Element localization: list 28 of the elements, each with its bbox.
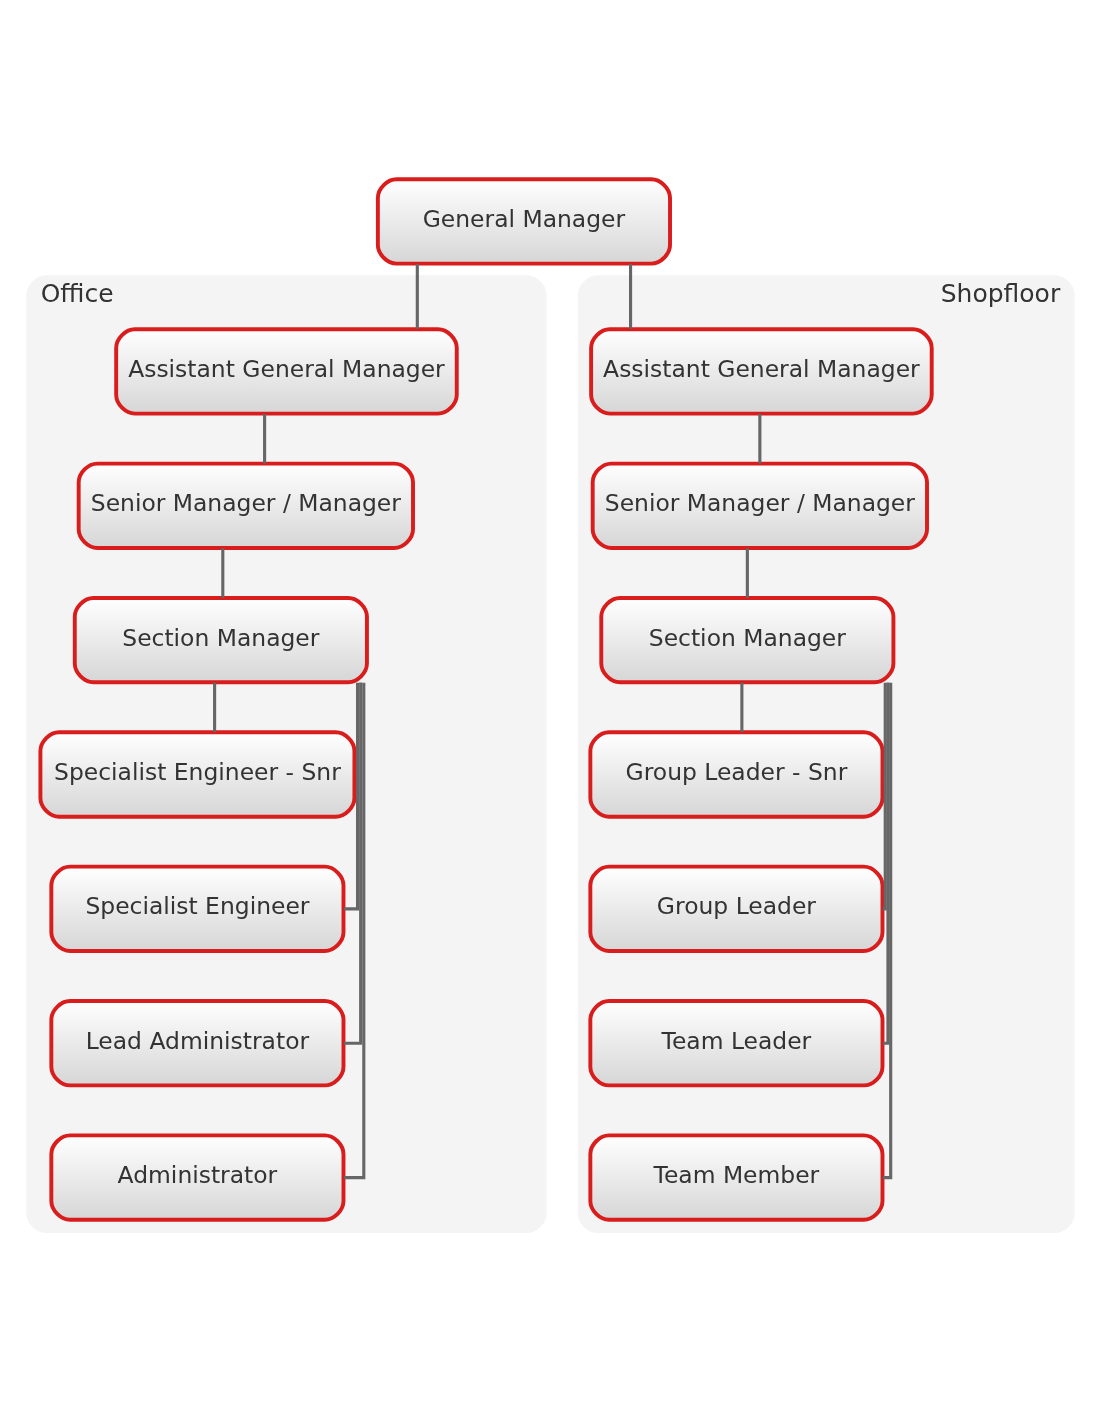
connector: [629, 263, 633, 329]
connector: [882, 682, 887, 910]
node-box: Specialist Engineer: [49, 864, 346, 953]
connector: [213, 682, 217, 732]
node-box: Group Leader - Snr: [588, 729, 885, 819]
node-box: Assistant General Manager: [114, 326, 459, 416]
node-box: Assistant General Manager: [589, 326, 934, 416]
connector: [882, 682, 893, 1179]
node-box: Group Leader: [588, 864, 885, 953]
connector: [415, 263, 419, 329]
connector: [343, 682, 360, 910]
node-box: Lead Administrator: [49, 998, 346, 1087]
connector: [263, 413, 267, 464]
connector: [740, 682, 744, 732]
node-box: Team Member: [588, 1132, 885, 1222]
node-box: General Manager: [375, 176, 672, 266]
connector: [221, 547, 225, 598]
node-box: Specialist Engineer - Snr: [38, 729, 357, 819]
connector: [343, 682, 363, 1045]
node-box: Section Manager: [72, 595, 369, 684]
connector: [758, 413, 762, 464]
node-box: Team Leader: [588, 998, 885, 1087]
connector: [882, 682, 890, 1045]
node-box: Section Manager: [599, 595, 896, 684]
node-box: Administrator: [49, 1132, 346, 1222]
node-box: Senior Manager / Manager: [590, 461, 929, 550]
node-box: Senior Manager / Manager: [76, 461, 415, 550]
connector: [745, 547, 749, 598]
